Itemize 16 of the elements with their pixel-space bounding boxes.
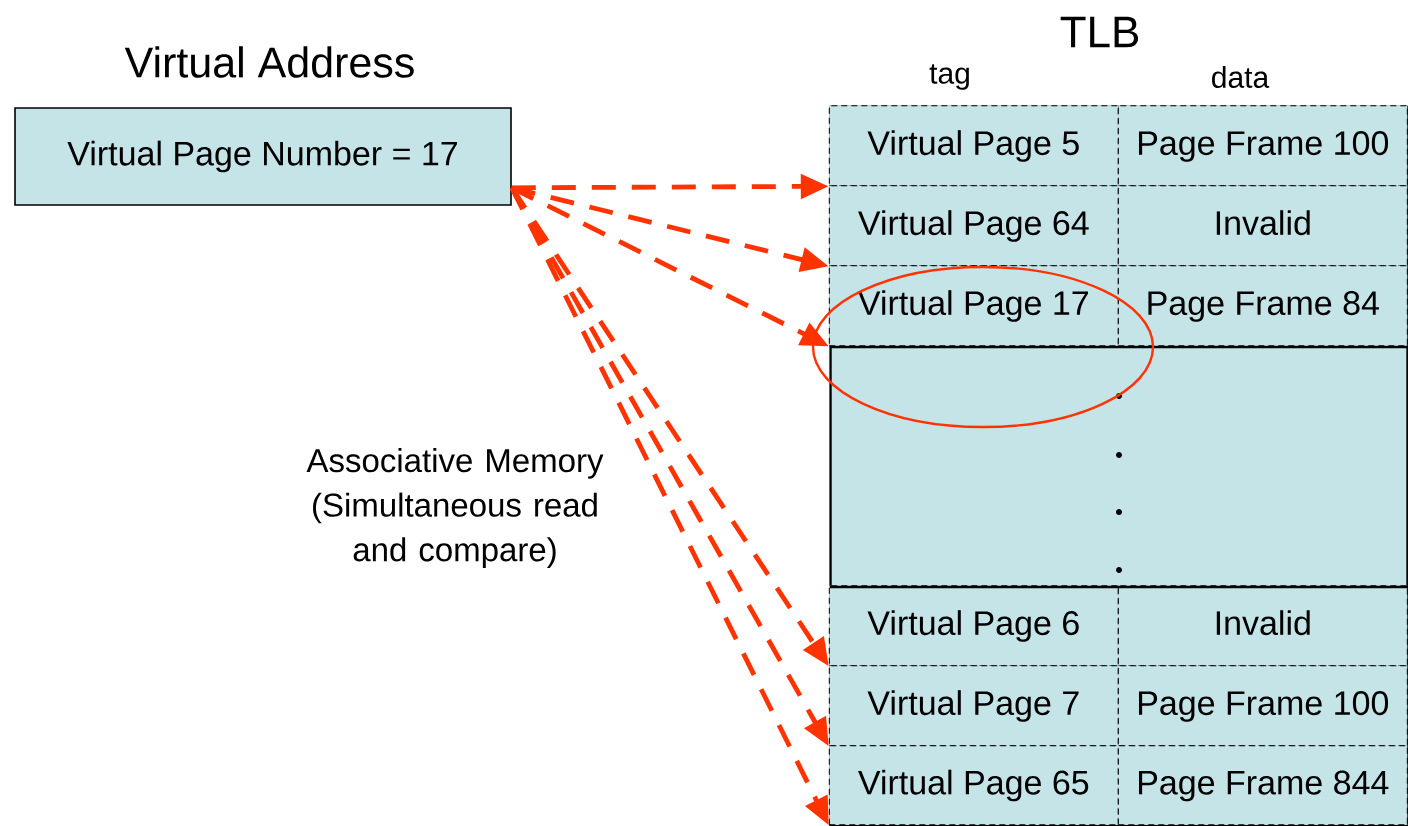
heading: Virtual Address — [124, 46, 414, 78]
address-box: Virtual Page Number = 17 — [14, 107, 512, 206]
table-cell: Invalid — [1117, 185, 1408, 267]
table-cell: Invalid — [1117, 585, 1408, 667]
table-cell: Virtual Page 64 — [828, 185, 1119, 267]
annotation-text: Associative Memory (Simultaneous read and compare) — [306, 448, 604, 568]
table-cell: Virtual Page 65 — [828, 745, 1119, 826]
table-cell: Page Frame 844 — [1117, 745, 1408, 826]
table-cell: Page Frame 100 — [1117, 665, 1408, 747]
heading: TLB — [1060, 16, 1139, 48]
table-cell: Page Frame 84 — [1117, 265, 1408, 347]
table-cell: Page Frame 100 — [1117, 105, 1408, 187]
table-cell: Virtual Page 17 — [828, 265, 1119, 347]
table-cell: Virtual Page 5 — [828, 105, 1119, 187]
table-cell: Virtual Page 7 — [828, 665, 1119, 747]
table-cell: Virtual Page 6 — [828, 585, 1119, 667]
